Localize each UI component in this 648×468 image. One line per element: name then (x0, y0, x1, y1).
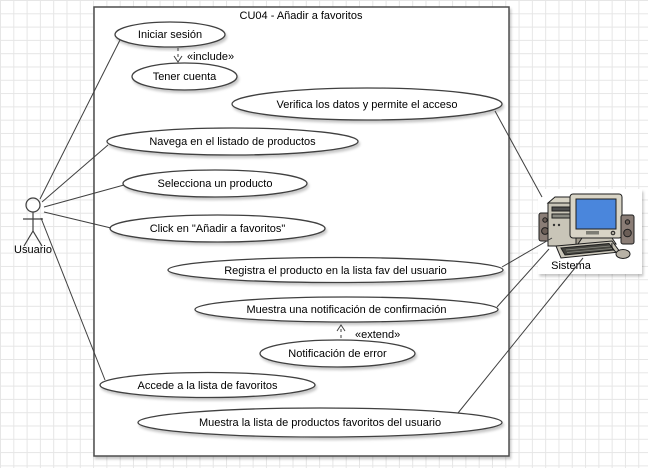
usecase-label: Muestra una notificación de confirmación (247, 304, 447, 316)
usecase-click-anadir[interactable]: Click en "Añadir a favoritos" (109, 214, 326, 243)
usecase-verifica-datos[interactable]: Verifica los datos y permite el acceso (231, 87, 503, 121)
assoc-sistema-verifica-datos (494, 110, 543, 198)
usecase-label: Muestra la lista de productos favoritos … (199, 417, 441, 429)
usecase-notificacion-error[interactable]: Notificación de error (259, 339, 416, 368)
usecase-muestra-confirmacion[interactable]: Muestra una notificación de confirmación (194, 296, 499, 323)
usecase-muestra-lista[interactable]: Muestra la lista de productos favoritos … (137, 407, 503, 438)
actor-usuario-label: Usuario (14, 244, 52, 256)
diagram-title: CU04 - Añadir a favoritos (240, 10, 363, 22)
assoc-sistema-registra-producto (501, 237, 553, 268)
usecase-label: Selecciona un producto (158, 178, 273, 190)
usecase-label: Navega en el listado de productos (149, 136, 316, 148)
assoc-usuario-navega-listado (41, 144, 109, 203)
usecase-label: Iniciar sesión (138, 29, 202, 41)
actor-usuario[interactable] (23, 197, 43, 247)
assoc-usuario-click-anadir (43, 211, 112, 229)
include-label: «include» (187, 51, 234, 63)
extend-label: «extend» (355, 329, 400, 341)
usecase-accede-lista[interactable]: Accede a la lista de favoritos (99, 371, 316, 399)
usecase-selecciona-producto[interactable]: Selecciona un producto (122, 169, 308, 198)
usecase-label: Tener cuenta (153, 71, 217, 83)
assoc-sistema-muestra-confirmacion (496, 248, 550, 308)
extend-dependency-arrow (336, 324, 346, 338)
computer-icon (538, 193, 635, 259)
assoc-usuario-iniciar-sesion (39, 39, 121, 200)
assoc-sistema-muestra-lista (457, 257, 584, 414)
include-dependency-arrow (173, 48, 183, 63)
usecase-label: Verifica los datos y permite el acceso (277, 99, 458, 111)
usecase-iniciar-sesion[interactable]: Iniciar sesión (114, 21, 226, 48)
actor-sistema-label: Sistema (551, 260, 592, 272)
assoc-usuario-accede-lista (40, 217, 106, 381)
usecase-label: Click en "Añadir a favoritos" (150, 223, 286, 235)
usecase-label: Registra el producto en la lista fav del… (224, 265, 447, 277)
usecase-label: Notificación de error (288, 348, 387, 360)
actor-sistema[interactable]: Sistema (538, 189, 642, 274)
usecase-label: Accede a la lista de favoritos (137, 380, 278, 392)
usecase-navega-listado[interactable]: Navega en el listado de productos (106, 127, 359, 156)
usecase-tener-cuenta[interactable]: Tener cuenta (131, 62, 238, 91)
assoc-usuario-selecciona-producto (43, 184, 125, 208)
usecase-registra-producto[interactable]: Registra el producto en la lista fav del… (167, 256, 504, 284)
